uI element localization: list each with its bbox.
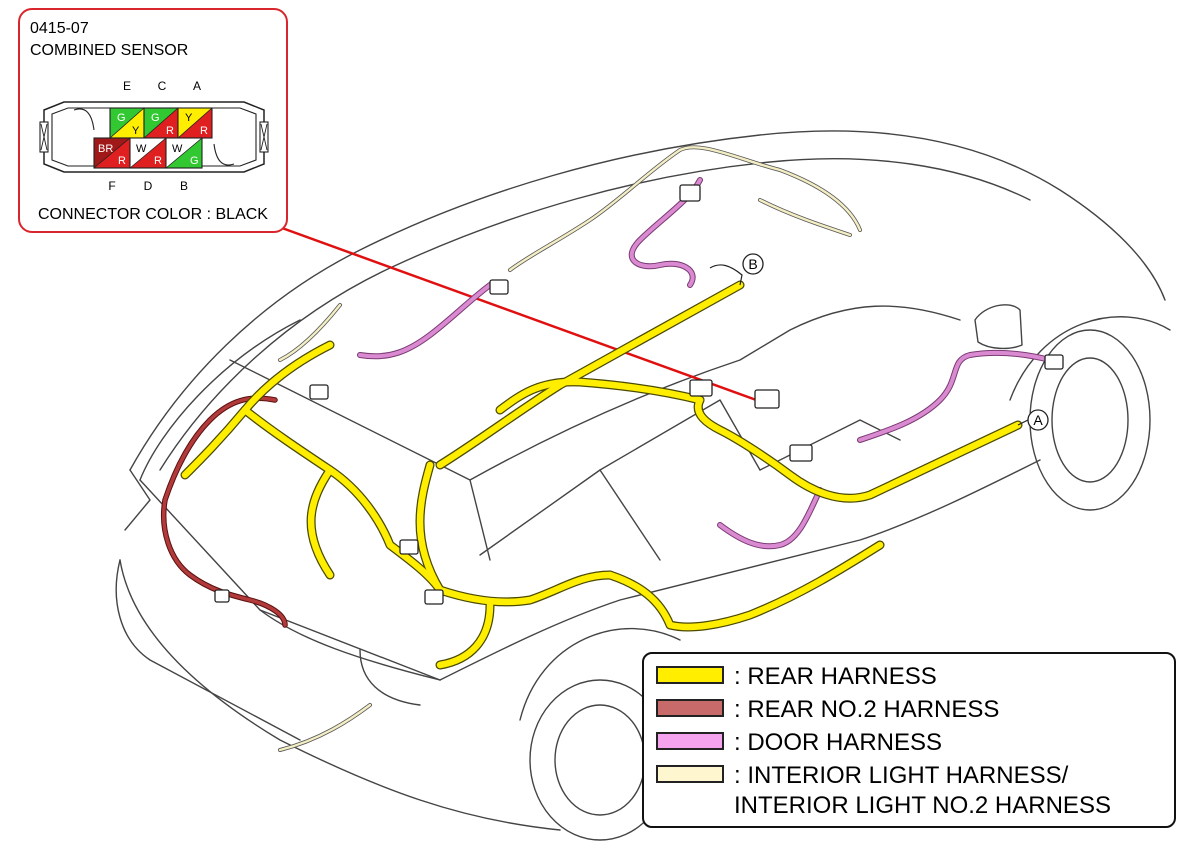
legend-label-rear-no2-harness: : REAR NO.2 HARNESS: [734, 696, 1000, 723]
svg-text:R: R: [200, 125, 208, 137]
svg-text:R: R: [166, 125, 174, 137]
pin-label-e: E: [123, 79, 131, 93]
legend-label-interior-light-harness: : INTERIOR LIGHT HARNESS/: [734, 762, 1069, 789]
marker-a-label: A: [1033, 412, 1043, 428]
svg-text:BR: BR: [98, 143, 113, 155]
connector-code: 0415-07: [30, 20, 89, 37]
legend-swatch-rear-harness: [656, 666, 724, 684]
callout-leader-line: [281, 226, 771, 407]
svg-text:Y: Y: [132, 125, 140, 137]
legend-swatch-interior-light-harness: [656, 765, 724, 783]
legend-swatch-door-harness: [656, 732, 724, 750]
connector-color-label: CONNECTOR COLOR : BLACK: [38, 206, 268, 223]
svg-text:Y: Y: [185, 112, 193, 124]
pin-cell-d: W R: [129, 137, 167, 169]
svg-text:G: G: [151, 112, 160, 124]
legend-label-door-harness: : DOOR HARNESS: [734, 729, 943, 756]
pin-cell-e: G Y: [109, 107, 145, 139]
pin-cell-f: BR R: [93, 137, 131, 169]
rear-harness: [180, 280, 1023, 670]
legend-label-rear-harness: : REAR HARNESS: [734, 663, 937, 690]
pin-cell-c: G R: [143, 107, 179, 139]
connector-title: COMBINED SENSOR: [30, 42, 189, 59]
marker-b: B: [709, 253, 764, 286]
svg-text:W: W: [172, 143, 183, 155]
legend-label-interior-light-no2-harness: INTERIOR LIGHT NO.2 HARNESS: [734, 792, 1111, 819]
marker-a: A: [1017, 409, 1049, 431]
svg-text:R: R: [118, 155, 126, 167]
harness-legend: : REAR HARNESS : REAR NO.2 HARNESS : DOO…: [642, 652, 1176, 828]
connector-callout: 0415-07 COMBINED SENSOR E C A G Y G: [18, 8, 288, 233]
pin-label-d: D: [144, 179, 153, 193]
harness-connectors: [214, 184, 1064, 605]
svg-text:R: R: [154, 155, 162, 167]
legend-swatch-rear-no2-harness: [656, 699, 724, 717]
svg-text:G: G: [190, 155, 199, 167]
door-harness: [357, 177, 1053, 550]
pin-cell-a: Y R: [177, 107, 213, 139]
svg-text:G: G: [117, 112, 126, 124]
legend-item-rear-harness: : REAR HARNESS: [656, 662, 937, 692]
connector-pinout: E C A G Y G R: [39, 79, 269, 193]
pin-cell-b: W G: [165, 137, 203, 169]
pin-label-b: B: [180, 179, 188, 193]
car-body-outline: [115, 130, 1171, 841]
legend-item-door-harness: : DOOR HARNESS: [656, 728, 942, 758]
svg-text:W: W: [136, 143, 147, 155]
legend-item-interior-light-harness: : INTERIOR LIGHT HARNESS/ INTERIOR LIGHT…: [656, 761, 1111, 821]
pin-label-a: A: [193, 79, 201, 93]
pin-label-f: F: [108, 179, 115, 193]
pin-label-c: C: [158, 79, 167, 93]
marker-b-label: B: [748, 256, 757, 272]
legend-item-rear-no2-harness: : REAR NO.2 HARNESS: [656, 695, 999, 725]
